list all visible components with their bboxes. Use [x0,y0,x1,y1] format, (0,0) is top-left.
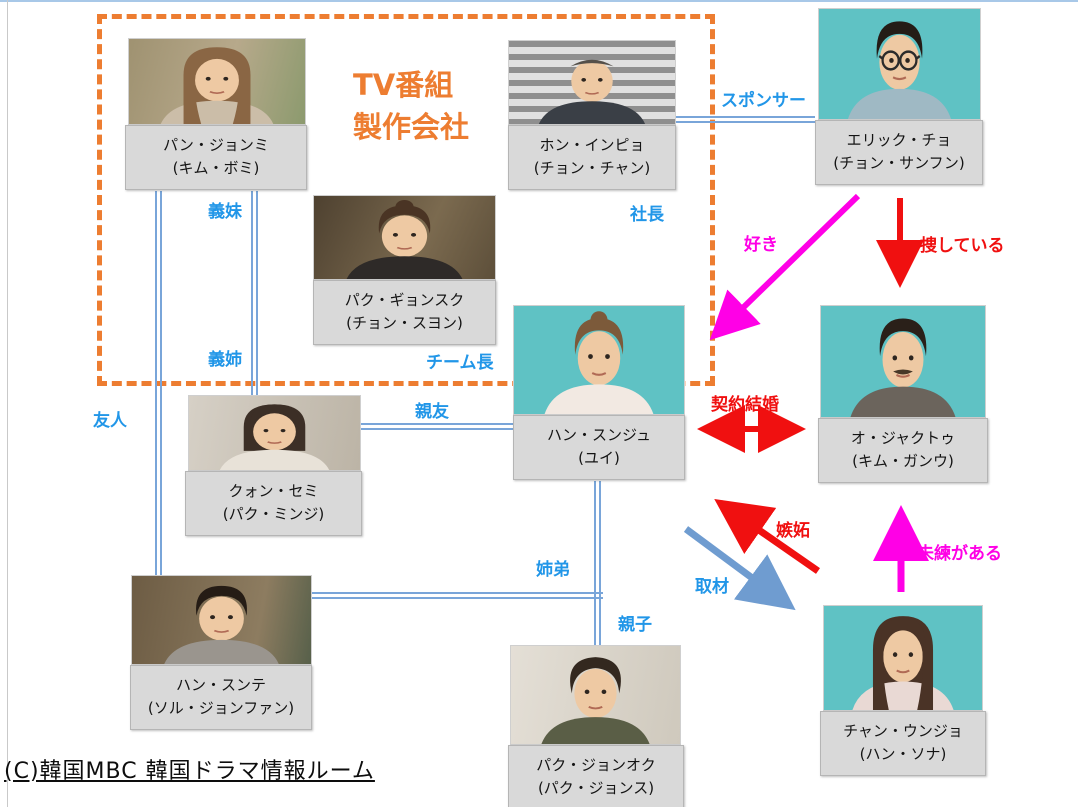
actor-name: (キム・ボミ) [172,159,260,178]
character-card-kwon-semi: クォン・セミ (パク・ミンジ) [185,395,362,536]
actor-name: (パク・ミンジ) [222,505,325,524]
character-card-park-gyongsuk: パク・ギョンスク (チョン・スヨン) [313,195,496,345]
nameplate-park-jongok: パク・ジョンオク (パク・ジョンス) [508,745,684,807]
actor-name: (チョン・サンフン) [833,154,965,173]
nameplate-kwon-semi: クォン・セミ (パク・ミンジ) [185,471,362,536]
character-name: ホン・インピョ [539,136,645,154]
character-name: パク・ギョンスク [344,291,465,309]
actor-name: (ソル・ジョンファン) [147,699,295,718]
line-sponsor [676,116,815,123]
character-card-pan-jongmi: パン・ジョンミ (キム・ボミ) [125,38,307,190]
portrait-o-jaktu [820,305,986,418]
copyright-text: (C)韓国MBC 韓国ドラマ情報ルーム [4,759,375,784]
actor-name: (ユイ) [578,449,620,468]
character-card-han-sunju: ハン・スンジュ (ユイ) [513,305,685,480]
character-card-chang-unjo: チャン・ウンジョ (ハン・ソナ) [820,605,986,776]
actor-name: (キム・ガンウ) [852,452,954,471]
portrait-hong-inpyo [508,40,676,125]
group-title: TV番組 製作会社 [353,68,470,145]
line-friend [155,191,162,575]
label-parent-child: 親子 [618,615,652,635]
nameplate-park-gyongsuk: パク・ギョンスク (チョン・スヨン) [313,280,496,345]
nameplate-eric-cho: エリック・チョ (チョン・サンフン) [815,120,983,185]
nameplate-han-sunju: ハン・スンジュ (ユイ) [513,415,685,480]
page-left-border [7,0,8,807]
character-name: パン・ジョンミ [163,136,269,154]
label-sister-in-law-elder: 義姉 [208,350,242,370]
label-searching-for: 捜している [920,236,1005,256]
label-contract-marriage: 契約結婚 [711,395,779,415]
character-name: エリック・チョ [846,131,952,149]
character-name: チャン・ウンジョ [843,722,963,740]
label-siblings: 姉弟 [536,560,570,580]
nameplate-o-jaktu: オ・ジャクトゥ (キム・ガンウ) [818,418,988,483]
portrait-pan-jongmi [128,38,306,125]
portrait-chang-unjo [823,605,983,711]
line-sisters-in-law [251,191,258,395]
portrait-park-jongok [510,645,681,745]
character-card-eric-cho: エリック・チョ (チョン・サンフン) [815,8,983,185]
label-likes: 好き [744,235,778,255]
label-friend: 友人 [93,411,127,431]
line-parent-child [594,481,601,645]
actor-name: (パク・ジョンス) [537,779,655,798]
label-jealousy: 嫉妬 [776,521,810,541]
portrait-park-gyongsuk [313,195,496,280]
nameplate-pan-jongmi: パン・ジョンミ (キム・ボミ) [125,125,307,190]
label-lingering-feelings: 未練がある [917,544,1002,564]
actor-name: (チョン・スヨン) [346,314,463,333]
label-sister-in-law-younger: 義妹 [208,202,242,222]
character-card-han-sunte: ハン・スンテ (ソル・ジョンファン) [130,575,312,730]
character-name: ハン・スンテ [175,676,266,694]
label-sponsor: スポンサー [721,91,806,111]
character-card-park-jongok: パク・ジョンオク (パク・ジョンス) [508,645,684,807]
nameplate-chang-unjo: チャン・ウンジョ (ハン・ソナ) [820,711,986,776]
actor-name: (チョン・チャン) [533,159,651,178]
page-top-border [0,0,1078,2]
line-best-friend [361,423,513,430]
portrait-han-sunte [131,575,312,665]
actor-name: (ハン・ソナ) [859,745,947,764]
character-card-hong-inpyo: ホン・インピョ (チョン・チャン) [508,40,676,190]
character-name: クォン・セミ [228,482,319,500]
portrait-kwon-semi [188,395,361,471]
nameplate-han-sunte: ハン・スンテ (ソル・ジョンファン) [130,665,312,730]
portrait-eric-cho [818,8,981,120]
portrait-han-sunju [513,305,685,415]
label-president: 社長 [630,205,664,225]
character-card-o-jaktu: オ・ジャクトゥ (キム・ガンウ) [818,305,988,483]
label-best-friend: 親友 [415,402,449,422]
character-name: オ・ジャクトゥ [850,429,956,447]
character-name: ハン・スンジュ [547,426,651,444]
nameplate-hong-inpyo: ホン・インピョ (チョン・チャン) [508,125,676,190]
label-coverage: 取材 [695,577,729,597]
character-name: パク・ジョンオク [536,756,656,774]
label-team-leader: チーム長 [426,353,494,373]
line-siblings [311,592,603,599]
